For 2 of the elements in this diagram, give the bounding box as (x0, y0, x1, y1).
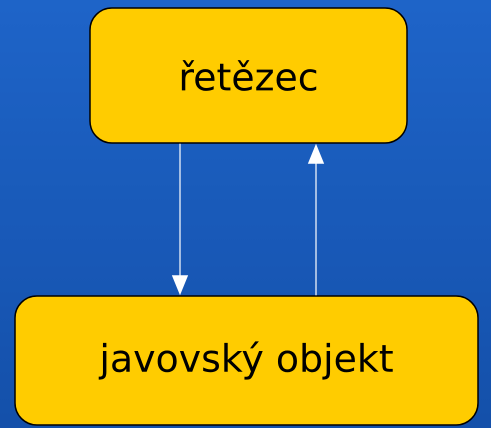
process-box: javovský objekt (14, 295, 479, 426)
process-box: řetězec (89, 7, 408, 144)
